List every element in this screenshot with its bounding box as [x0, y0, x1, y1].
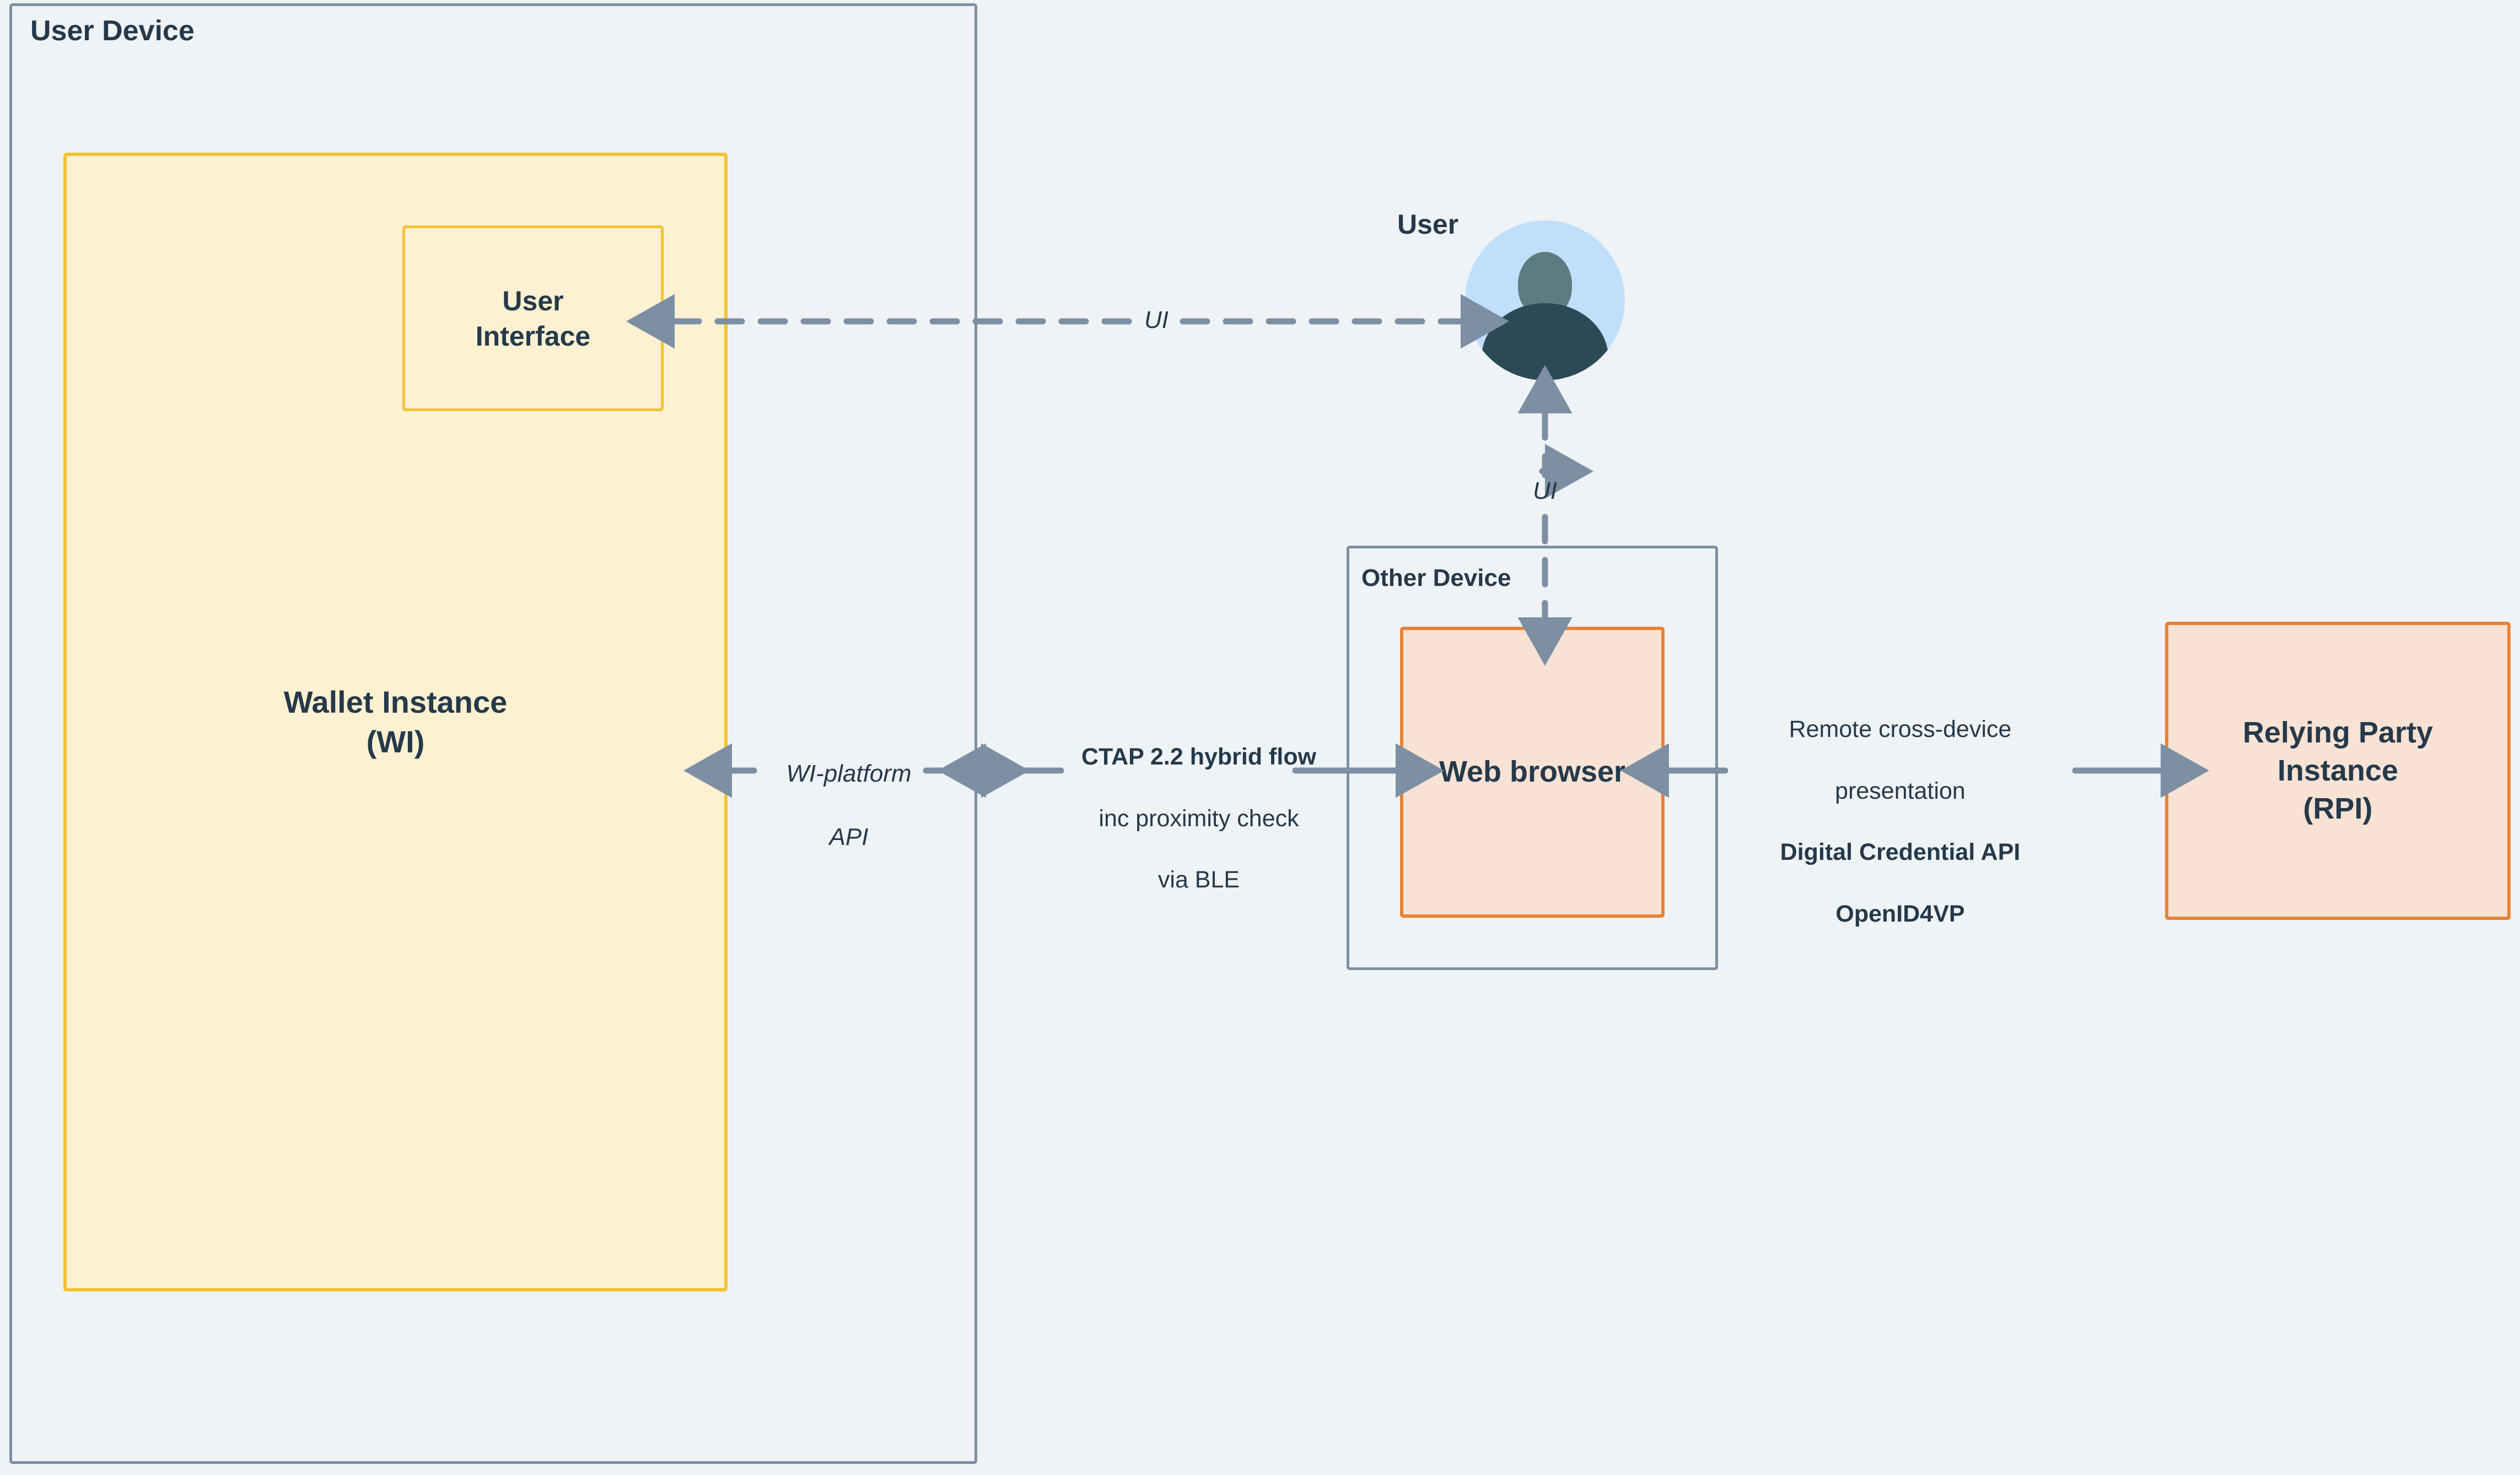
edge-label-remote-presentation: Remote cross-device presentation Digital…: [1720, 683, 2081, 961]
wallet-instance-line2: (WI): [366, 724, 425, 759]
group-user-device-title: User Device: [30, 15, 195, 47]
node-web-browser[interactable]: Web browser: [1400, 627, 1665, 918]
node-wallet-instance[interactable]: Wallet Instance (WI): [63, 153, 728, 1291]
group-other-device-title: Other Device: [1361, 564, 1511, 591]
remote-line3: Digital Credential API: [1780, 839, 2021, 866]
node-user-interface[interactable]: User Interface: [402, 225, 664, 411]
ctap-line3: via BLE: [1157, 866, 1240, 893]
node-relying-party-instance[interactable]: Relying Party Instance (RPI): [2165, 622, 2511, 920]
node-relying-party-label: Relying Party Instance (RPI): [2243, 714, 2433, 828]
ctap-line2: inc proximity check: [1099, 805, 1299, 832]
ctap-line1: CTAP 2.2 hybrid flow: [1081, 743, 1317, 770]
wallet-instance-line1: Wallet Instance: [283, 685, 508, 720]
wi-platform-api-line1: WI-platform: [786, 760, 912, 788]
remote-line4: OpenID4VP: [1835, 901, 1965, 928]
web-browser-line1: Web browser: [1439, 755, 1626, 789]
remote-line1: Remote cross-device: [1789, 715, 2012, 742]
relying-party-line3: (RPI): [2303, 792, 2373, 826]
user-interface-line1: User: [502, 285, 564, 316]
edge-label-ctap-hybrid-flow: CTAP 2.2 hybrid flow inc proximity check…: [1042, 711, 1356, 927]
node-web-browser-label: Web browser: [1439, 753, 1625, 791]
group-user-device: [9, 3, 977, 1464]
relying-party-line1: Relying Party: [2242, 715, 2433, 749]
node-wallet-instance-label: Wallet Instance (WI): [284, 682, 508, 761]
node-user-interface-label: User Interface: [476, 283, 590, 354]
avatar-user: [1465, 220, 1625, 380]
edge-label-ui-horizontal: UI: [1144, 306, 1169, 333]
avatar-user-name: User: [1397, 209, 1459, 240]
relying-party-line2: Instance: [2277, 753, 2399, 787]
wi-platform-api-line2: API: [829, 823, 869, 850]
group-other-device: [1347, 546, 1718, 970]
avatar-body: [1482, 303, 1608, 380]
user-interface-line2: Interface: [475, 320, 591, 352]
edge-label-ui-vertical: UI: [1533, 477, 1557, 504]
remote-line2: presentation: [1835, 777, 1966, 804]
edge-label-wi-platform-api: WI-platform API: [728, 726, 970, 884]
